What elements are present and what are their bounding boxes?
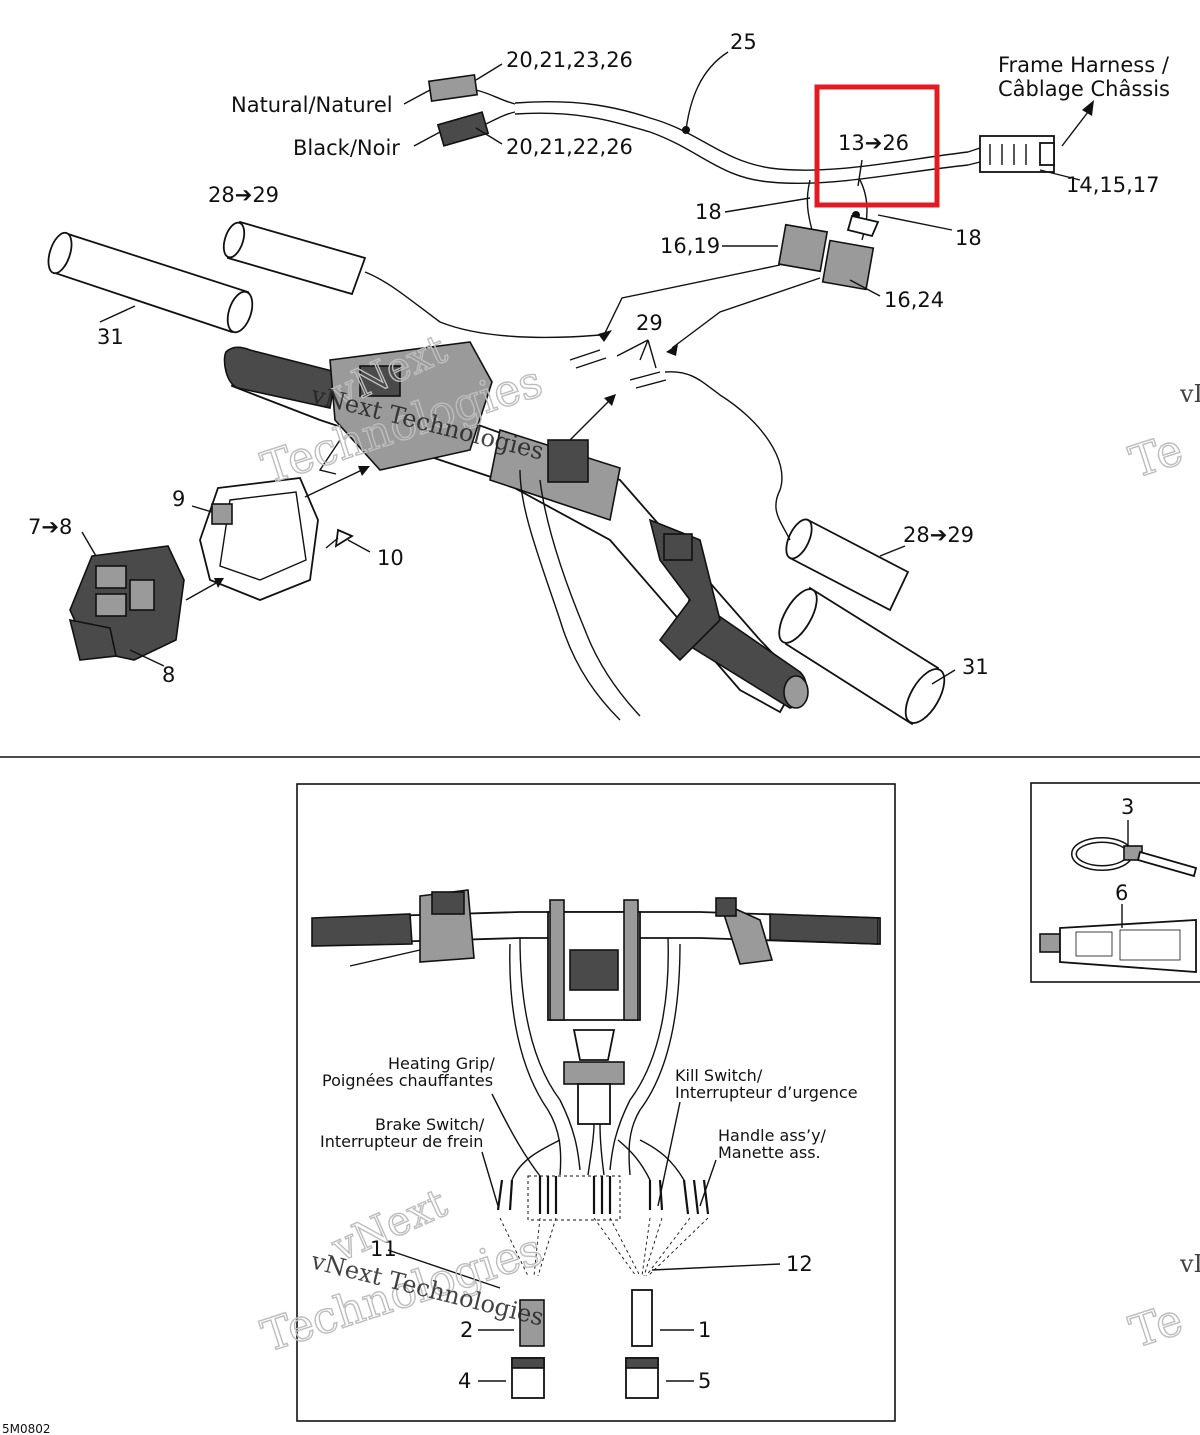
screw-10 xyxy=(325,528,354,549)
svg-text:Te: Te xyxy=(1124,1294,1189,1359)
wiring-inset xyxy=(296,783,896,1422)
callout-18-left: 18 xyxy=(695,200,722,224)
connector-16-24 xyxy=(821,179,880,291)
top-labels: Natural/Naturel Black/Noir Frame Harness… xyxy=(231,53,1170,160)
switch-cover-9 xyxy=(199,477,319,601)
label-handle-en: Handle ass’y/ xyxy=(718,1126,827,1145)
callout-8: 8 xyxy=(162,663,175,687)
callout-10: 10 xyxy=(377,546,404,570)
harness-cable xyxy=(514,100,969,171)
highlight-box xyxy=(814,84,940,208)
callout-31-left: 31 xyxy=(97,325,124,349)
side-inset: 3 6 xyxy=(1030,782,1200,983)
callout-14-15-17: 14,15,17 xyxy=(1066,173,1160,197)
callout-6: 6 xyxy=(1115,881,1128,905)
top-callouts: 20,21,23,26 20,21,22,26 25 13➔26 14,15,1… xyxy=(28,30,1160,687)
label-kill-switch-fr: Interrupteur d’urgence xyxy=(675,1083,858,1102)
label-frame-harness-fr: Câblage Châssis xyxy=(998,77,1170,101)
svg-text:vI: vI xyxy=(1179,380,1200,408)
callout-16-19: 16,19 xyxy=(660,234,720,258)
connector-natural xyxy=(427,73,516,105)
grip-sleeve-31-right xyxy=(778,586,946,726)
terminals-29 xyxy=(569,264,821,389)
grip-sleeve-28-right xyxy=(664,371,910,612)
cable-tie-3 xyxy=(1071,820,1198,878)
grip-sleeve-31-left xyxy=(47,231,254,334)
callout-13-26: 13➔26 xyxy=(838,131,909,155)
callout-20-21-22-26: 20,21,22,26 xyxy=(506,135,633,159)
grease-tube-6 xyxy=(1039,904,1197,973)
exploded-view xyxy=(47,51,1094,726)
handlebar xyxy=(223,341,809,721)
figure-code: 5M0802 xyxy=(2,1422,51,1435)
connector-16-19 xyxy=(777,179,829,273)
callout-28-29-right: 28➔29 xyxy=(903,523,974,547)
label-black: Black/Noir xyxy=(293,136,400,160)
inset-labels: Heating Grip/ Poignées chauffantes Brake… xyxy=(320,1054,858,1393)
callout-9: 9 xyxy=(172,487,185,511)
grip-sleeve-28-left xyxy=(222,220,601,339)
callout-20-21-23-26: 20,21,23,26 xyxy=(506,48,633,72)
callout-12: 12 xyxy=(786,1252,813,1276)
label-brake-switch-en: Brake Switch/ xyxy=(375,1115,485,1134)
callout-11: 11 xyxy=(370,1237,397,1261)
label-heating-grip-en: Heating Grip/ xyxy=(388,1054,495,1073)
callout-2: 2 xyxy=(460,1318,473,1342)
svg-text:Te: Te xyxy=(1124,424,1189,489)
callout-4: 4 xyxy=(458,1369,471,1393)
frame-harness-connector xyxy=(967,135,1055,173)
callout-1: 1 xyxy=(698,1318,711,1342)
callout-29: 29 xyxy=(636,311,663,335)
callout-5: 5 xyxy=(698,1369,711,1393)
callout-25: 25 xyxy=(730,30,757,54)
label-kill-switch-en: Kill Switch/ xyxy=(675,1066,763,1085)
label-natural: Natural/Naturel xyxy=(231,93,393,117)
switch-assembly-7-8 xyxy=(68,545,185,661)
label-frame-harness-en: Frame Harness / xyxy=(998,53,1170,77)
callout-28-29-left: 28➔29 xyxy=(208,183,279,207)
svg-text:vI: vI xyxy=(1179,1250,1200,1278)
connector-black xyxy=(436,111,516,147)
callout-18-right: 18 xyxy=(955,226,982,250)
label-brake-switch-fr: Interrupteur de frein xyxy=(320,1132,483,1151)
callout-7-8: 7➔8 xyxy=(28,515,72,539)
label-handle-fr: Manette ass. xyxy=(718,1143,821,1162)
callout-16-24: 16,24 xyxy=(884,288,944,312)
callout-3: 3 xyxy=(1121,795,1134,819)
callout-31-right: 31 xyxy=(962,655,989,679)
label-heating-grip-fr: Poignées chauffantes xyxy=(322,1071,493,1090)
